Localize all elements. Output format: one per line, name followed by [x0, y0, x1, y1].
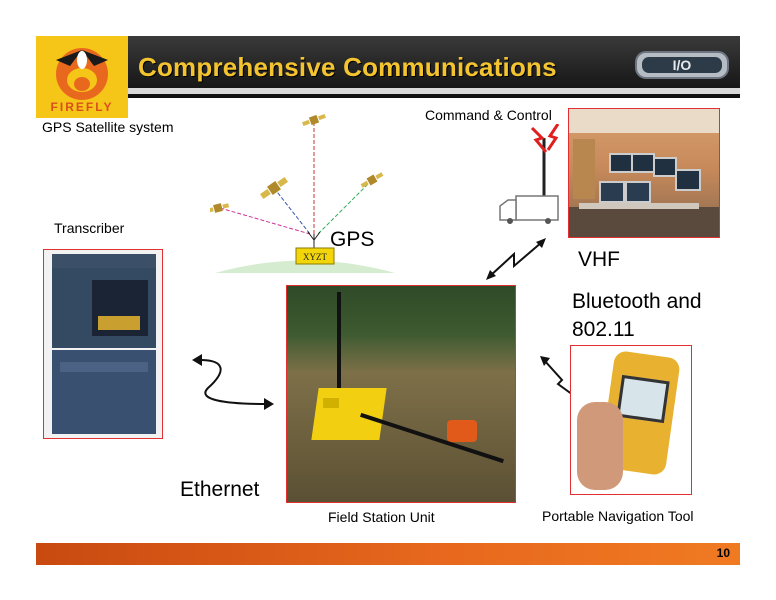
firefly-logo-icon — [56, 48, 108, 100]
io-logo-icon: I/O — [635, 51, 729, 79]
header-bar — [36, 36, 740, 98]
command-center-photo — [568, 108, 720, 238]
wireless-link-icon — [192, 354, 274, 410]
wireless-link-icon — [486, 238, 546, 280]
io-logo-text: I/O — [673, 57, 692, 73]
field-station-photo — [286, 285, 516, 503]
vhf-label: VHF — [578, 248, 620, 271]
header-stripe — [36, 88, 740, 94]
firefly-logo-text: FIREFLY — [50, 100, 114, 114]
gps-satellite-system-label: GPS Satellite system — [42, 119, 174, 135]
bluetooth-label-line1: Bluetooth and — [572, 290, 702, 313]
vhf-truck-diagram — [499, 124, 560, 224]
signal-line — [317, 179, 373, 235]
portable-navigation-tool-label: Portable Navigation Tool — [542, 508, 694, 524]
gps-receiver-text: XYZT — [303, 252, 327, 262]
command-control-label: Command & Control — [425, 107, 552, 123]
slide-title: Comprehensive Communications — [138, 52, 557, 82]
lightning-icon — [530, 126, 548, 153]
gps-diagram: XYZT — [210, 114, 395, 273]
bluetooth-label-line2: 802.11 — [572, 318, 635, 341]
satellite-icon — [210, 203, 230, 213]
ethernet-label: Ethernet — [180, 478, 260, 501]
satellite-icon — [302, 114, 326, 126]
lightning-icon — [546, 124, 560, 151]
page-number: 10 — [716, 546, 730, 560]
satellite-icon — [259, 176, 289, 200]
signal-line — [273, 187, 311, 235]
footer-bar — [36, 543, 740, 565]
truck-icon — [499, 195, 559, 224]
transcriber-label: Transcriber — [54, 220, 125, 236]
field-station-unit-label: Field Station Unit — [328, 509, 435, 525]
gps-receiver — [295, 247, 335, 265]
signal-line — [219, 207, 311, 235]
firefly-logo — [36, 36, 128, 118]
satellite-icon — [360, 172, 384, 188]
navigation-tool-photo — [570, 345, 692, 495]
gps-label: GPS — [330, 228, 375, 251]
antenna-icon — [307, 231, 321, 241]
transcriber-photo — [43, 249, 163, 439]
